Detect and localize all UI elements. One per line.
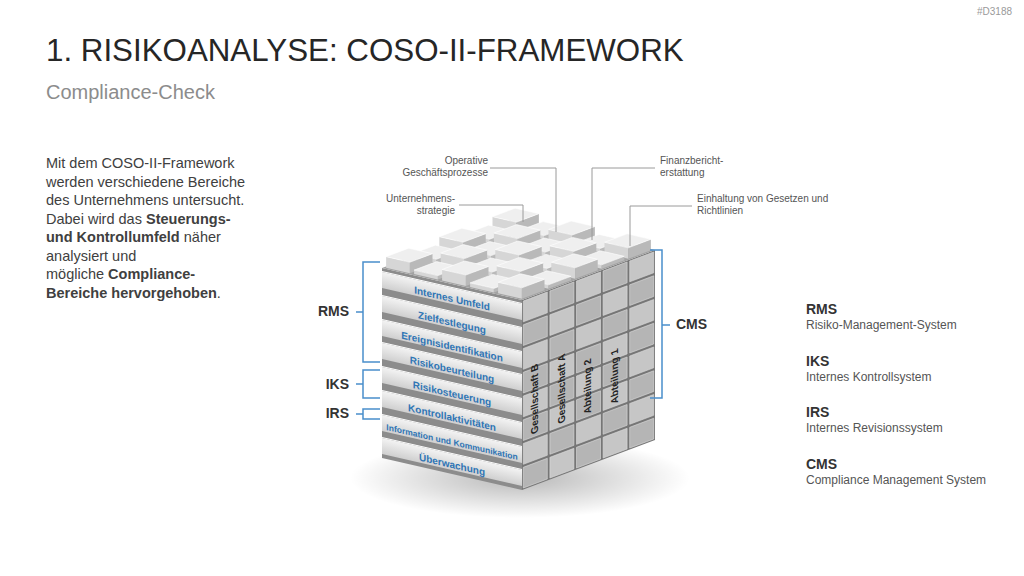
bracket-label: IKS [309, 376, 349, 393]
cube-blocks [382, 208, 655, 490]
right-block [603, 428, 627, 458]
glossary-definition: Internes Kontrollsystem [806, 370, 1016, 384]
block-top [549, 221, 595, 235]
block-top [439, 228, 485, 242]
leader-line [592, 168, 655, 240]
right-block [577, 438, 601, 468]
left-face [382, 268, 522, 490]
block-top [551, 254, 597, 268]
right-block [523, 458, 547, 488]
intro-text-part: . [217, 285, 221, 301]
dimension-label: Unternehmens-strategie [375, 193, 455, 217]
column-band: Gesellschaft B [522, 290, 549, 490]
bracket-label: RMS [309, 303, 349, 320]
bracket-label: CMS [676, 316, 716, 333]
block-top [442, 261, 488, 275]
column-band: Abteilung 2 [575, 270, 602, 470]
block-top [494, 225, 540, 239]
leader-line [630, 206, 692, 246]
right-face [522, 250, 655, 490]
dimension-label: Einhaltung von Gesetzen und Richtlinien [697, 193, 829, 217]
column-band: Gesellschaft A [549, 280, 576, 480]
rms-bracket [356, 262, 380, 362]
glossary-term: IKS [806, 353, 1006, 370]
column-label: Abteilung 1 [609, 346, 621, 405]
column-band: Abteilung 1 [602, 260, 629, 460]
bracket-label: IRS [309, 405, 349, 422]
irs-bracket [356, 409, 380, 419]
slide-title: 1. RISIKOANALYSE: COSO-II-FRAMEWORK [46, 34, 684, 68]
leader-line [459, 205, 523, 222]
column-label: Gesellschaft B [529, 361, 541, 435]
leader-line [490, 168, 556, 232]
dimension-label: Operative Geschäftsprozesse [378, 155, 488, 179]
block-top [493, 208, 539, 222]
block-top [495, 241, 541, 255]
glossary-definition: Internes Revisionssystem [806, 421, 1016, 435]
brackets [356, 250, 670, 419]
block-top [498, 274, 544, 288]
block-top [550, 237, 596, 251]
intro-text: Mit dem COSO-II-Framework werden verschi… [46, 154, 246, 302]
glossary-definition: Risiko-Management-System [806, 318, 1016, 332]
dimension-label: Finanzbericht-erstattung [660, 155, 740, 179]
column-label: Gesellschaft A [556, 352, 568, 426]
block-top [386, 248, 432, 262]
cms-bracket [650, 250, 670, 398]
subtitle: Compliance-Check [46, 80, 446, 104]
block-top [497, 257, 543, 271]
right-block [550, 448, 574, 478]
watermark: #D3188 [932, 6, 1012, 18]
glossary-term: RMS [806, 301, 1006, 318]
leader-lines [459, 168, 692, 246]
glossary-definition: Compliance Management System [806, 473, 1016, 487]
column-label: Abteilung 2 [582, 356, 594, 415]
iks-bracket [356, 370, 380, 398]
glossary-term: IRS [806, 404, 1006, 421]
glossary-term: CMS [806, 456, 1006, 473]
right-block [630, 418, 654, 448]
block-top [441, 245, 487, 259]
block-top [605, 234, 651, 248]
